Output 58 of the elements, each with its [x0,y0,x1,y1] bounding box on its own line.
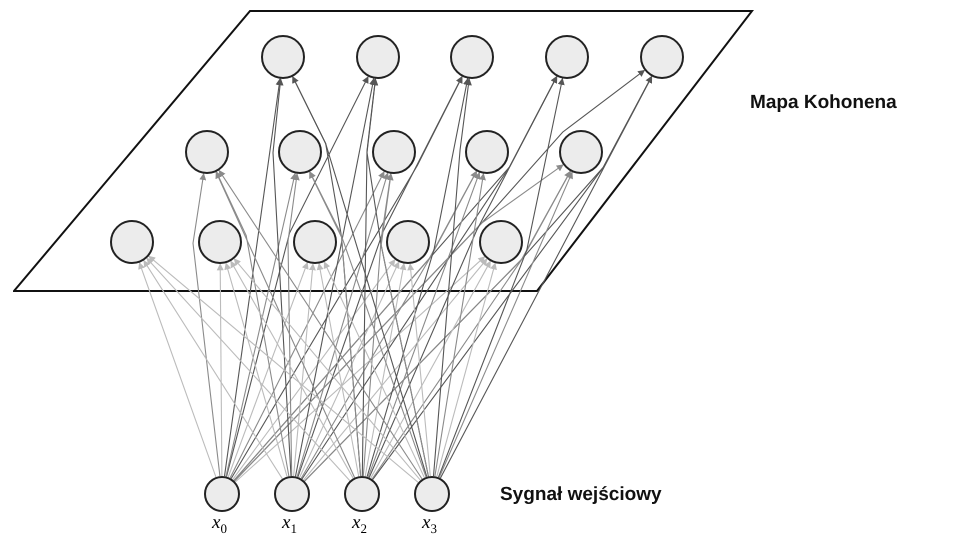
arrow [300,170,478,479]
arrow [216,263,224,476]
arrow [372,76,652,480]
arrow [438,78,565,478]
arrow [235,256,486,482]
caption-label: Mapa Kohonena [750,92,897,114]
arrow [216,171,356,478]
arrow [324,261,425,478]
arrow [309,171,362,476]
input-label: x$_{0}$ [212,513,227,532]
arrow [234,164,564,482]
arrow [138,262,216,478]
input-label: x$_{3}$ [422,513,437,532]
arrow [192,173,220,476]
arrow [436,262,497,477]
arrow [218,170,423,480]
arrow [368,172,481,478]
arrow [292,76,428,477]
arrow [440,76,652,478]
arrow [407,263,431,476]
arrow [225,172,298,477]
arrow [299,261,400,478]
arrow [364,262,406,476]
arrow [370,260,491,478]
arrow [296,172,390,477]
arrow [434,173,486,476]
arrow [230,260,354,479]
arrow [432,78,472,476]
arrow [316,262,360,476]
arrow [287,173,300,476]
arrow [297,76,462,478]
arrow [372,170,571,480]
arrow [293,263,316,476]
arrow [368,76,558,478]
caption-label: Sygnał wejściowy [500,484,662,506]
arrow [143,260,283,480]
arrow [228,262,308,478]
input-label: x$_{1}$ [282,513,297,532]
input-label: x$_{2}$ [352,513,367,532]
arrow [438,172,573,478]
arrow [380,173,429,477]
arrow [304,170,571,482]
arrow [148,256,419,483]
arrow [366,78,470,477]
arrow [230,171,385,478]
arrow [146,258,350,482]
arrow [362,173,394,476]
arrow [309,171,427,478]
arrow [234,258,421,481]
arrow [272,78,292,476]
arrow [224,78,283,476]
arrow [303,258,488,480]
arrow [224,262,288,477]
arrow [232,259,396,480]
arrow [294,78,376,476]
arrow [216,171,290,476]
arrow [226,76,369,477]
arrow [233,170,477,481]
